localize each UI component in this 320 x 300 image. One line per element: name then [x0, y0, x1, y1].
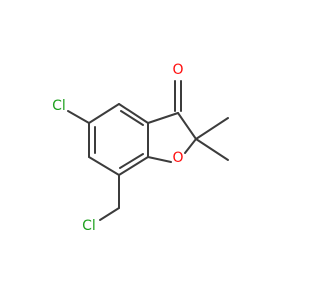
bond-c4-c3a-inner [120, 110, 144, 126]
molecule-structure: O O Cl Cl [52, 62, 229, 234]
bond-c3a-c3 [147, 112, 179, 124]
atom-label-chloro-ring: Cl [52, 98, 66, 114]
bond-o1-c7a [147, 156, 172, 163]
bond-c2-methyl-b [195, 138, 229, 161]
bond-c7-c7a-inner [119, 153, 144, 169]
bond-c7-c7a [118, 156, 149, 176]
bond-c5-cl [67, 110, 90, 124]
atom-label-oxo: O [172, 62, 183, 78]
bond-ch2-cl [99, 207, 120, 221]
bond-c2-methyl-a [195, 117, 229, 140]
bond-c6-c7 [88, 156, 120, 176]
bond-c2-o1 [184, 138, 197, 154]
bond-c4-c5 [88, 103, 120, 124]
bond-c3-c2 [177, 112, 197, 140]
bond-c3a-c4 [118, 103, 149, 124]
atom-label-ring-oxygen: O [172, 150, 183, 166]
atom-label-chloro-methyl: Cl [82, 218, 96, 234]
